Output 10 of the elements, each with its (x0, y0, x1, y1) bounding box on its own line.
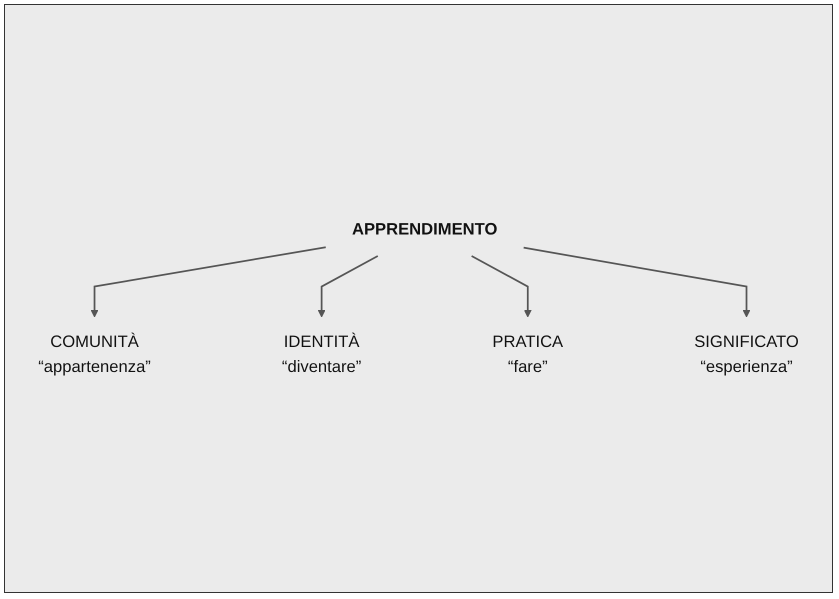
node-text: PRATICA “fare” (492, 332, 564, 376)
arrow (90, 246, 326, 317)
node-text: COMUNITÀ “appartenenza” (38, 332, 151, 376)
arrow (318, 254, 378, 317)
arrow (471, 254, 532, 317)
diagram-background: COMUNITÀ “appartenenza” IDENTITÀ “diventare” PRATICA “fare” APPRENDIMENTO SIGNIFICATO “esperienza” (4, 4, 833, 593)
node-text: APPRENDIMENTO (352, 220, 498, 238)
arrow (524, 246, 750, 317)
node-text: SIGNIFICATO “esperienza” (694, 332, 799, 376)
node-text: IDENTITÀ “diventare” (282, 332, 362, 376)
